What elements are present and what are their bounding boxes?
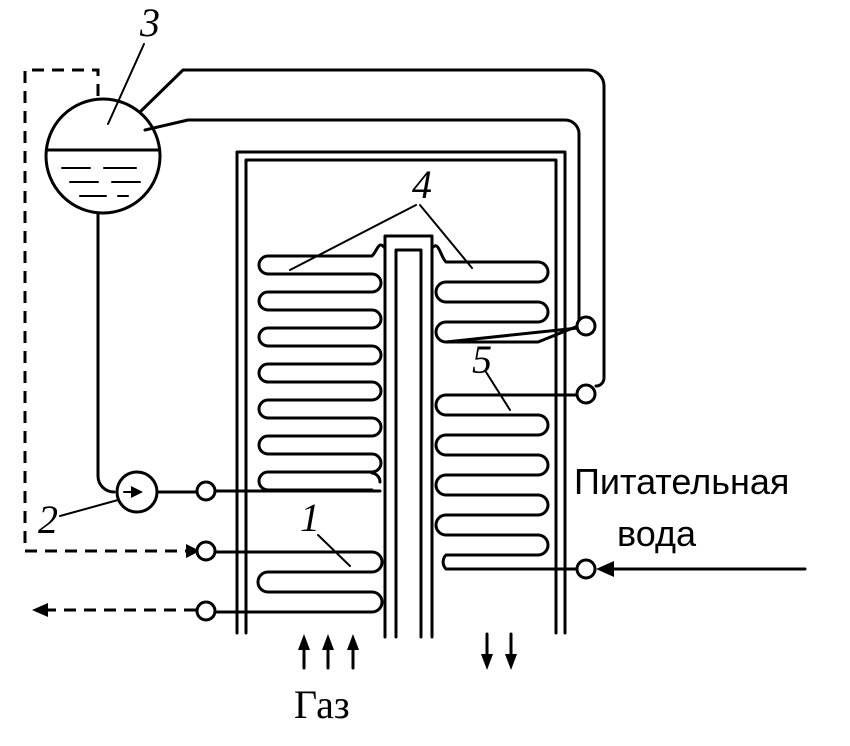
feedwater-arrow-icon [596, 561, 614, 577]
feedwater-label-line1: Питательная [574, 461, 789, 502]
feedwater-arrow [596, 561, 807, 577]
leader-3 [107, 43, 145, 125]
nozzle-feedwater-inlet [575, 558, 597, 580]
gas-label: Газ [294, 682, 350, 727]
steam-pipes [138, 68, 606, 388]
leader-5 [485, 371, 511, 411]
circulation-pump [115, 470, 200, 514]
leader-4-right [419, 204, 473, 269]
downcomer-pipe [96, 211, 116, 494]
up-arrow-icon [347, 634, 359, 650]
gas-inlet-arrows [298, 634, 359, 670]
callout-leaders [59, 43, 511, 567]
nozzle-economizer-outlet [195, 480, 217, 502]
nozzles [195, 315, 597, 622]
callout-3: 3 [139, 0, 160, 45]
leader-4-left [289, 204, 417, 271]
down-arrow-icon [505, 654, 517, 670]
nozzle-superheater-inlet [195, 540, 217, 562]
callout-1: 1 [300, 495, 320, 540]
central-partition [383, 234, 434, 639]
nozzle-reheater-right [575, 315, 597, 337]
nozzle-superheater-outlet [195, 600, 217, 622]
nozzle-economizer-top [575, 383, 597, 405]
right-reheater-coil [430, 244, 580, 344]
feedwater-label-line2: вода [617, 513, 697, 554]
right-economizer-coil [434, 393, 580, 571]
gas-outlet-arrows [481, 632, 517, 670]
down-arrow-icon [481, 654, 493, 670]
outlet-arrow-icon [32, 603, 48, 617]
boiler-casing [235, 150, 567, 635]
up-arrow-icon [298, 634, 310, 650]
callout-4: 4 [412, 162, 432, 207]
callout-2: 2 [38, 497, 58, 542]
leader-2 [59, 499, 119, 517]
steam-drum [44, 97, 162, 215]
callout-5: 5 [472, 337, 492, 382]
bypass-dashed-line [23, 68, 200, 617]
up-arrow-icon [322, 634, 334, 650]
left-superheater-coil [215, 550, 384, 614]
left-reheater-coil [215, 243, 387, 493]
leader-1 [317, 534, 351, 567]
